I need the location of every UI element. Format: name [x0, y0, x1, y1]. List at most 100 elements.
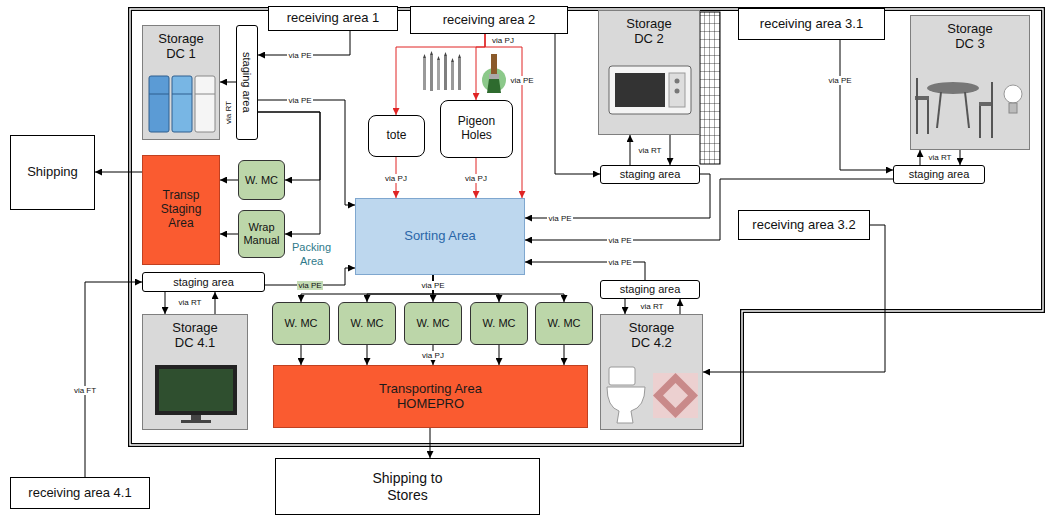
furniture-picture-part — [965, 92, 969, 128]
storage-box: Storage DC 2 — [598, 10, 700, 135]
edge-label: via PJ — [464, 174, 488, 183]
storage-box-label: Storage DC 4.2 — [623, 321, 681, 351]
edge-label: via RT — [638, 146, 663, 155]
television-picture-part — [155, 365, 237, 415]
microwave-picture-part — [669, 73, 685, 107]
microwave-picture-part — [609, 66, 691, 114]
drill-bits-picture-part — [430, 55, 433, 91]
machine-box: W. MC — [272, 302, 330, 345]
edge-label: via RT — [178, 298, 203, 307]
shipping-box-label: Shipping — [27, 165, 78, 180]
connector — [215, 292, 216, 314]
fridge-picture-part — [195, 76, 215, 132]
paint-brush-picture-part — [489, 74, 499, 79]
drill-bits-picture-part — [423, 58, 426, 90]
connector — [680, 299, 681, 314]
connector — [220, 234, 238, 235]
connector — [703, 225, 885, 372]
sorting-area: Sorting Area — [355, 198, 525, 275]
connector — [920, 150, 921, 165]
fridge-picture-part — [149, 76, 169, 132]
drill-bits-picture-part — [444, 56, 447, 90]
machine-box-label: W. MC — [351, 317, 384, 330]
machine-box: Wrap Manual — [238, 210, 285, 258]
receiving-box-label: receiving area 3.2 — [752, 218, 855, 233]
machine-box-label: W. MC — [285, 317, 318, 330]
machine-box: W. MC — [535, 302, 593, 345]
receiving-box-label: receiving area 4.1 — [28, 486, 131, 501]
staging-box-label: staging area — [173, 276, 234, 289]
edge-label: via RT — [928, 153, 953, 162]
receiving-box: receiving area 3.2 — [738, 210, 870, 240]
packing-area-label: Packing Area — [288, 240, 335, 268]
edge-label: via RT — [224, 100, 233, 125]
receiving-box-label: receiving area 2 — [443, 13, 536, 28]
drill-bits-picture-part — [423, 51, 461, 62]
sorting-area-label: Sorting Area — [404, 229, 476, 244]
connector — [630, 135, 631, 165]
furniture-picture-part — [916, 78, 918, 134]
transport-area: Transporting AreaHOMEPRO — [273, 365, 588, 428]
staging-box: staging area — [142, 272, 265, 292]
edge-label: via PE — [509, 76, 534, 85]
edge-label: via PE — [607, 236, 632, 245]
machine-box-label: W. MC — [417, 317, 450, 330]
sanitary-picture-part — [607, 387, 645, 423]
sanitary-picture-part — [653, 373, 698, 418]
connector — [499, 345, 500, 365]
staging-zone: Transp Staging Area — [142, 155, 220, 265]
machine-box-label: Wrap Manual — [242, 221, 281, 246]
staging-box-label: staging area — [620, 283, 681, 296]
edge-label: via PE — [547, 214, 572, 223]
furniture-picture-part — [991, 82, 993, 138]
paint-brush-picture-part — [491, 54, 497, 75]
storage-box: Storage DC 3 — [910, 15, 1030, 150]
edge-label: via PE — [420, 281, 445, 290]
receiving-box: receiving area 2 — [410, 6, 568, 34]
machine-box-label: W. MC — [548, 317, 581, 330]
storage-rack — [700, 12, 720, 164]
television-picture-part — [181, 420, 211, 423]
staging-box-label: staging area — [620, 168, 681, 181]
packing-area-shape — [228, 145, 597, 358]
paint-brush-picture — [482, 54, 506, 93]
staging-box: staging area — [600, 280, 700, 299]
connector — [95, 172, 142, 173]
storage-box-label: Storage DC 4.1 — [166, 321, 224, 351]
storage-box-label: Storage DC 3 — [941, 22, 999, 52]
connector — [525, 179, 893, 240]
packing-area-label-holder: Packing Area — [288, 240, 335, 268]
furniture-picture-part — [927, 82, 979, 94]
staging-box: staging area — [893, 165, 985, 184]
shipping-box-label: Shipping to Stores — [360, 470, 456, 502]
connector — [220, 180, 238, 181]
paint-brush-picture-part — [487, 79, 501, 93]
staging-zone-label: Transp Staging Area — [154, 189, 208, 230]
machine-box: W. MC — [404, 302, 462, 345]
drill-bits-picture-part — [437, 60, 440, 90]
machine-box-label: W. MC — [245, 174, 278, 187]
shipping-box: Shipping — [10, 135, 95, 210]
fridge-picture-part — [172, 76, 192, 132]
fridge-picture-part — [195, 94, 215, 95]
receiving-box: receiving area 1 — [268, 6, 398, 31]
building-wall — [130, 9, 1043, 445]
building-wall-inner — [130, 9, 1043, 445]
sanitary-picture-part — [609, 367, 635, 385]
connector — [625, 299, 626, 314]
edge-label: via PE — [607, 258, 632, 267]
edge-label: via PE — [287, 96, 312, 105]
connector — [476, 34, 485, 100]
furniture-picture-part — [1004, 85, 1022, 103]
connector — [165, 292, 166, 314]
furniture-picture-part — [979, 102, 993, 106]
edge-label: via PJ — [421, 351, 445, 360]
drill-bits-picture-part — [458, 58, 461, 90]
edge-label: via FT — [73, 386, 97, 395]
edge-label: via PE — [827, 76, 852, 85]
staging-box: staging area — [600, 165, 700, 184]
bin-box-label: tote — [386, 129, 406, 143]
edge-label: via PJ — [491, 36, 515, 45]
connector — [367, 345, 368, 365]
